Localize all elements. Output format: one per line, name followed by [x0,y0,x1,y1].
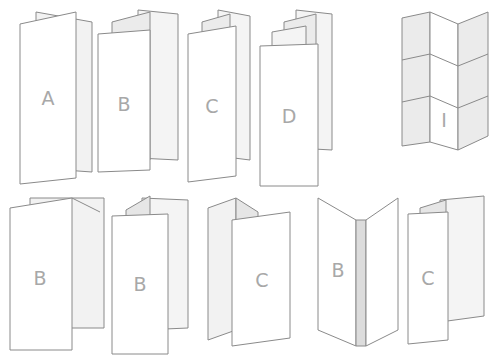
fold-letter: D [282,107,297,126]
fold-letter: C [255,271,268,290]
fold-letter: A [42,89,55,108]
fold-c-bottom-1 [208,198,290,346]
fold-c-top [188,10,250,182]
fold-letter: I [441,111,447,130]
fold-letter: C [205,97,218,116]
fold-i-top [402,12,488,150]
fold-b-bottom-3 [318,198,398,346]
fold-a [20,12,92,184]
fold-c-bottom-2 [408,196,484,344]
fold-b-bottom-1 [10,198,104,350]
fold-letter: C [421,269,434,288]
fold-letter: B [331,261,344,280]
fold-d-top [260,10,332,186]
fold-b-bottom-2 [112,196,188,354]
fold-letter: B [33,269,46,288]
fold-b-top [98,10,178,172]
fold-letter: B [117,95,130,114]
fold-letter: B [133,275,146,294]
